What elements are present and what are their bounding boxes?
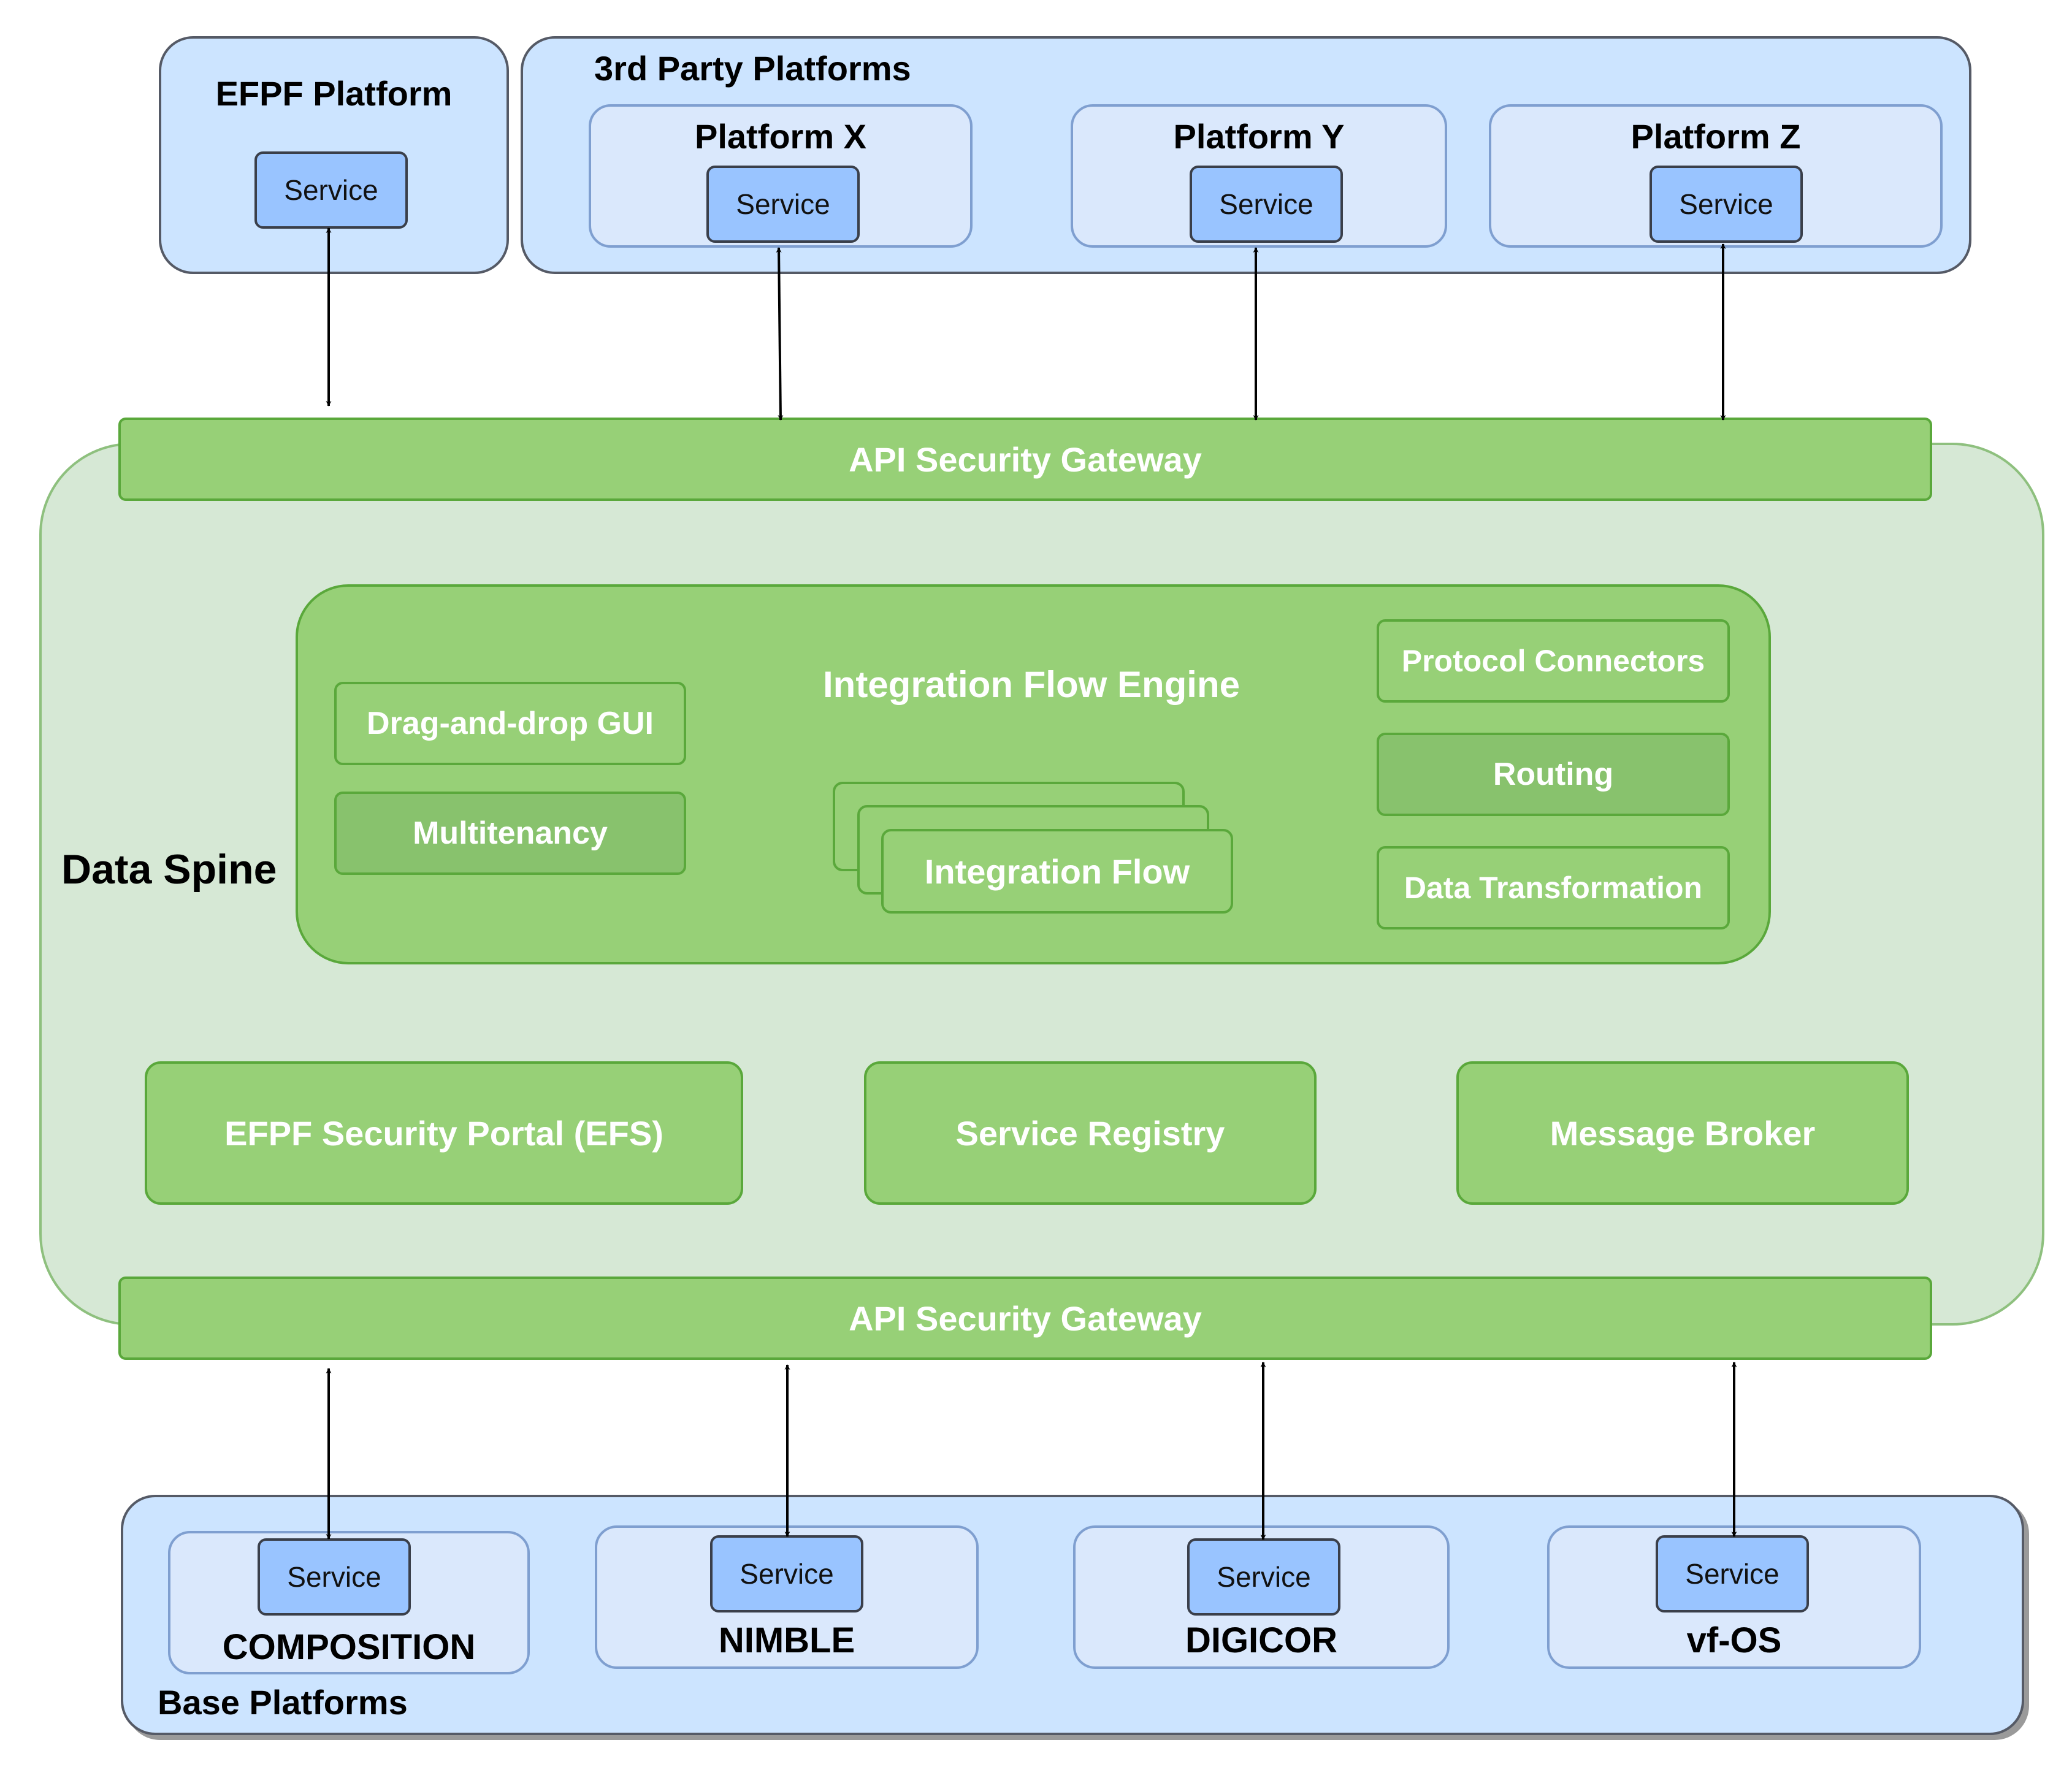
multitenancy: Multitenancy xyxy=(334,792,686,875)
bottom-api-security-gateway: API Security Gateway xyxy=(118,1277,1932,1360)
composition-title: COMPOSITION xyxy=(222,1627,476,1667)
protocol-connectors: Protocol Connectors xyxy=(1377,619,1730,703)
data-spine-title: Data Spine xyxy=(61,846,277,893)
platform-y-service: Service xyxy=(1190,166,1343,243)
digicor-service: Service xyxy=(1187,1538,1340,1616)
platform-x-service: Service xyxy=(706,166,860,243)
routing: Routing xyxy=(1377,733,1730,816)
message-broker: Message Broker xyxy=(1456,1061,1909,1205)
service-registry: Service Registry xyxy=(864,1061,1317,1205)
third-party-platforms-title: 3rd Party Platforms xyxy=(594,49,911,88)
integration-flow: Integration Flow xyxy=(881,829,1233,914)
platform-x-title: Platform X xyxy=(694,116,867,156)
drag-and-drop-gui: Drag-and-drop GUI xyxy=(334,682,686,765)
efpf-platform-title: EFPF Platform xyxy=(215,74,453,113)
efpf-platform-box: EFPF Platform Service xyxy=(159,36,509,274)
digicor-title: DIGICOR xyxy=(1185,1620,1338,1660)
efpf-security-portal: EFPF Security Portal (EFS) xyxy=(145,1061,743,1205)
vf-os-title: vf-OS xyxy=(1686,1620,1782,1660)
platform-y-title: Platform Y xyxy=(1173,116,1345,156)
arrow-platform-x-to-gateway xyxy=(776,247,784,421)
platform-z-title: Platform Z xyxy=(1630,116,1801,156)
efpf-platform-service: Service xyxy=(254,151,408,229)
composition-service: Service xyxy=(258,1538,411,1616)
top-api-security-gateway: API Security Gateway xyxy=(118,418,1932,501)
nimble-title: NIMBLE xyxy=(718,1620,855,1660)
base-platforms-title: Base Platforms xyxy=(158,1683,408,1722)
platform-z-service: Service xyxy=(1650,166,1803,243)
integration-flow-engine-title: Integration Flow Engine xyxy=(823,663,1240,705)
vf-os-service: Service xyxy=(1656,1535,1809,1612)
data-transformation: Data Transformation xyxy=(1377,846,1730,929)
